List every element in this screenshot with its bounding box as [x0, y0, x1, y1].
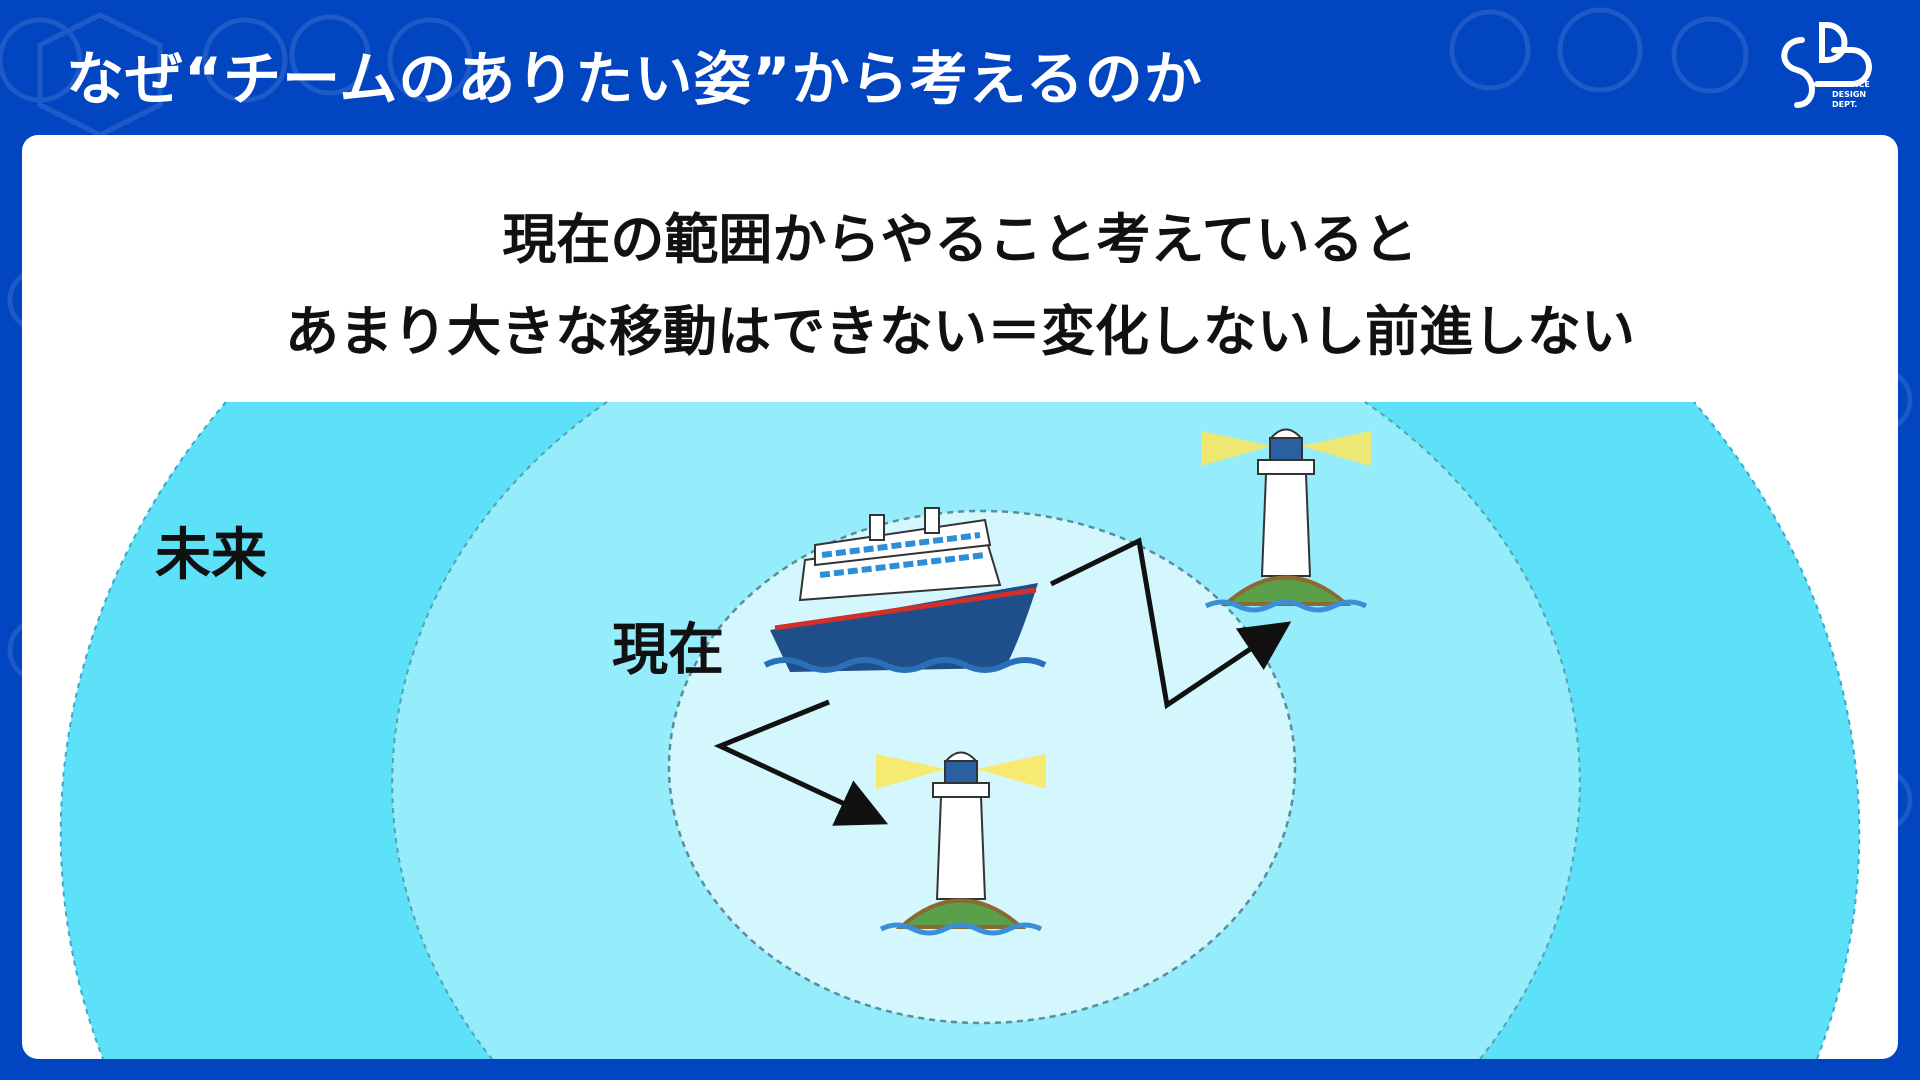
present-label: 現在 [612, 618, 724, 683]
range-diagram [59, 401, 1861, 1059]
page-title: なぜ“チームのありたい姿”から考えるのか [66, 45, 1203, 113]
ship-illustration [763, 507, 1047, 673]
path-arrow-short [713, 699, 889, 826]
heading-line-2: あまり大きな移動はできない＝変化しないし前進しない [285, 300, 1635, 363]
content-card: 現在の範囲からやること考えていると あまり大きな移動はできない＝変化しないし前進… [22, 135, 1898, 1059]
heading-line-1: 現在の範囲からやること考えていると [502, 208, 1418, 271]
lighthouse-far [1201, 428, 1371, 613]
path-arrow-long [1049, 537, 1292, 710]
future-label: 未来 [155, 523, 267, 588]
lighthouse-near [876, 751, 1046, 936]
sdd-logo [1781, 22, 1872, 108]
